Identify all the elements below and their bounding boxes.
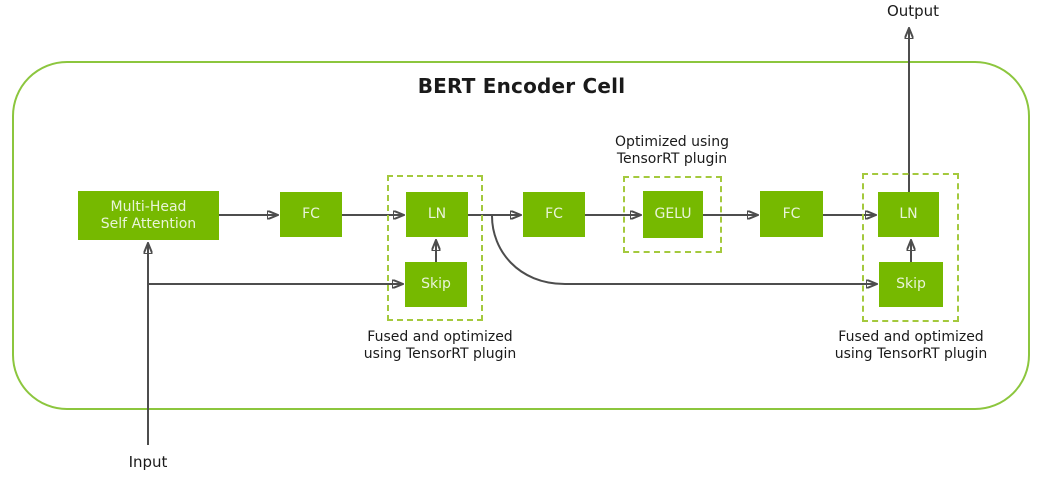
fused-region-right	[862, 173, 959, 322]
node-label: Self Attention	[100, 215, 197, 232]
node-label: Multi-Head	[110, 198, 187, 215]
annotation-line: using TensorRT plugin	[834, 346, 988, 362]
node-skip-2: Skip	[879, 262, 943, 307]
node-label: FC	[545, 206, 563, 222]
input-label: Input	[128, 453, 168, 471]
node-label: LN	[899, 206, 918, 222]
annotation-line: Optimized using	[615, 134, 729, 150]
node-ln-1: LN	[406, 192, 468, 237]
node-label: FC	[302, 206, 320, 222]
node-fc-2: FC	[523, 192, 585, 237]
node-skip-1: Skip	[405, 262, 467, 307]
annotation-line: Fused and optimized	[838, 329, 984, 345]
node-label: FC	[782, 205, 801, 222]
node-label: Skip	[896, 276, 926, 292]
node-multi-head-self-attention: Multi-Head Self Attention	[78, 191, 219, 240]
annotation-line: TensorRT plugin	[616, 151, 728, 167]
node-label: GELU	[654, 206, 692, 222]
node-label: Skip	[421, 276, 451, 292]
node-ln-2: LN	[878, 192, 939, 237]
fused-region-left	[387, 175, 483, 321]
annotation-gelu-optimized: Optimized using TensorRT plugin	[587, 134, 757, 168]
encoder-cell-border	[12, 61, 1030, 410]
node-fc-1: FC	[280, 192, 342, 237]
node-label: LN	[427, 206, 447, 222]
diagram-title: BERT Encoder Cell	[417, 74, 626, 98]
gelu-optimized-region	[623, 176, 722, 253]
output-label: Output	[886, 2, 940, 20]
node-fc-3: FC	[760, 191, 823, 237]
annotation-fused-left: Fused and optimized using TensorRT plugi…	[355, 329, 525, 363]
annotation-line: Fused and optimized	[367, 329, 513, 345]
annotation-fused-right: Fused and optimized using TensorRT plugi…	[826, 329, 996, 363]
node-gelu: GELU	[643, 191, 703, 238]
annotation-line: using TensorRT plugin	[363, 346, 517, 362]
